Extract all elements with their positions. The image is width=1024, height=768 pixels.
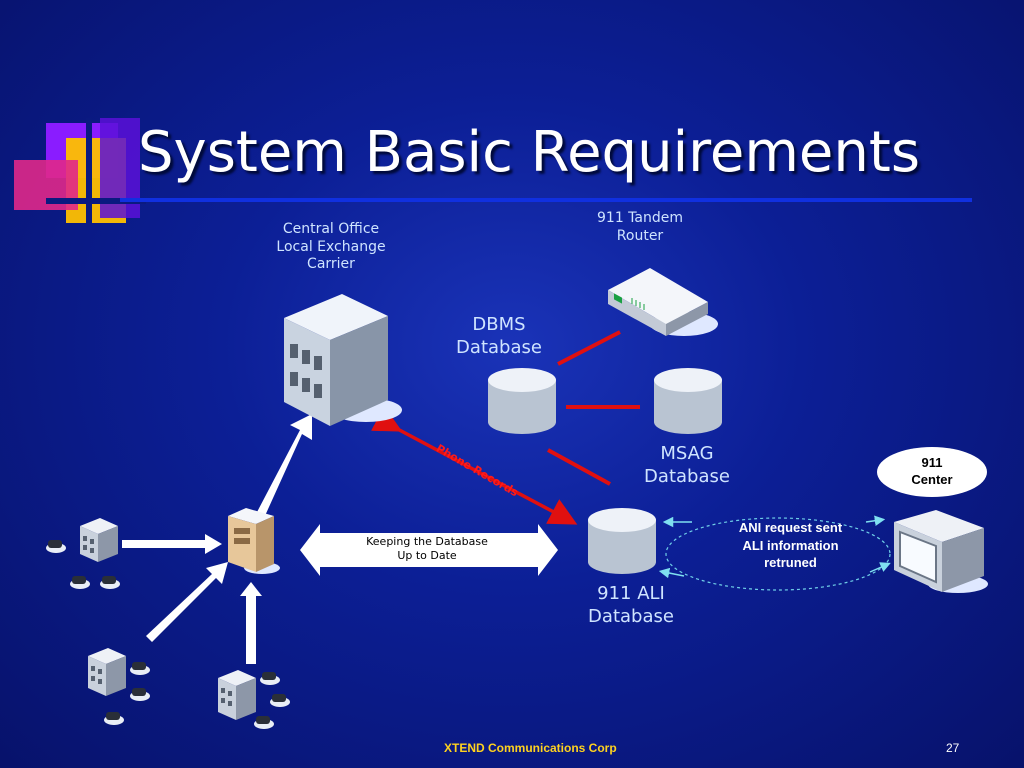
ani-loop — [665, 517, 891, 591]
msag-label: MSAG Database — [644, 443, 730, 487]
database-icon — [654, 368, 722, 434]
msag-ali-link — [547, 448, 611, 486]
ali-label: 911 ALI Database — [588, 583, 674, 627]
building-icon — [88, 648, 150, 725]
database-icon — [488, 368, 556, 434]
page-title: System Basic Requirements — [138, 120, 921, 185]
building-icon — [218, 670, 290, 729]
page-number: 27 — [946, 741, 960, 755]
telephone-icon — [46, 540, 120, 589]
telephone-icon — [254, 672, 290, 729]
keeping-label: Keeping the Database Up to Date — [366, 535, 488, 563]
dbms-router-link — [557, 330, 621, 366]
title-divider — [120, 198, 972, 202]
telephone-icon — [104, 662, 150, 725]
phone-records-link — [371, 406, 578, 525]
center-bubble: 911 Center — [877, 447, 987, 497]
building-icon — [284, 294, 402, 426]
server-icon — [228, 508, 280, 574]
ani-label: ANI request sent ALI information retrune… — [738, 520, 843, 571]
logo-squares-icon — [14, 118, 146, 223]
footer-company: XTEND Communications Corp — [444, 741, 617, 755]
building-icon — [46, 518, 120, 589]
dbms-label: DBMS Database — [456, 314, 542, 358]
database-icon — [588, 508, 656, 574]
router-icon — [608, 268, 718, 336]
monitor-icon — [894, 510, 988, 593]
tandem-router-label: 911 Tandem Router — [597, 210, 683, 244]
central-office-label: Central Office Local Exchange Carrier — [276, 221, 386, 272]
